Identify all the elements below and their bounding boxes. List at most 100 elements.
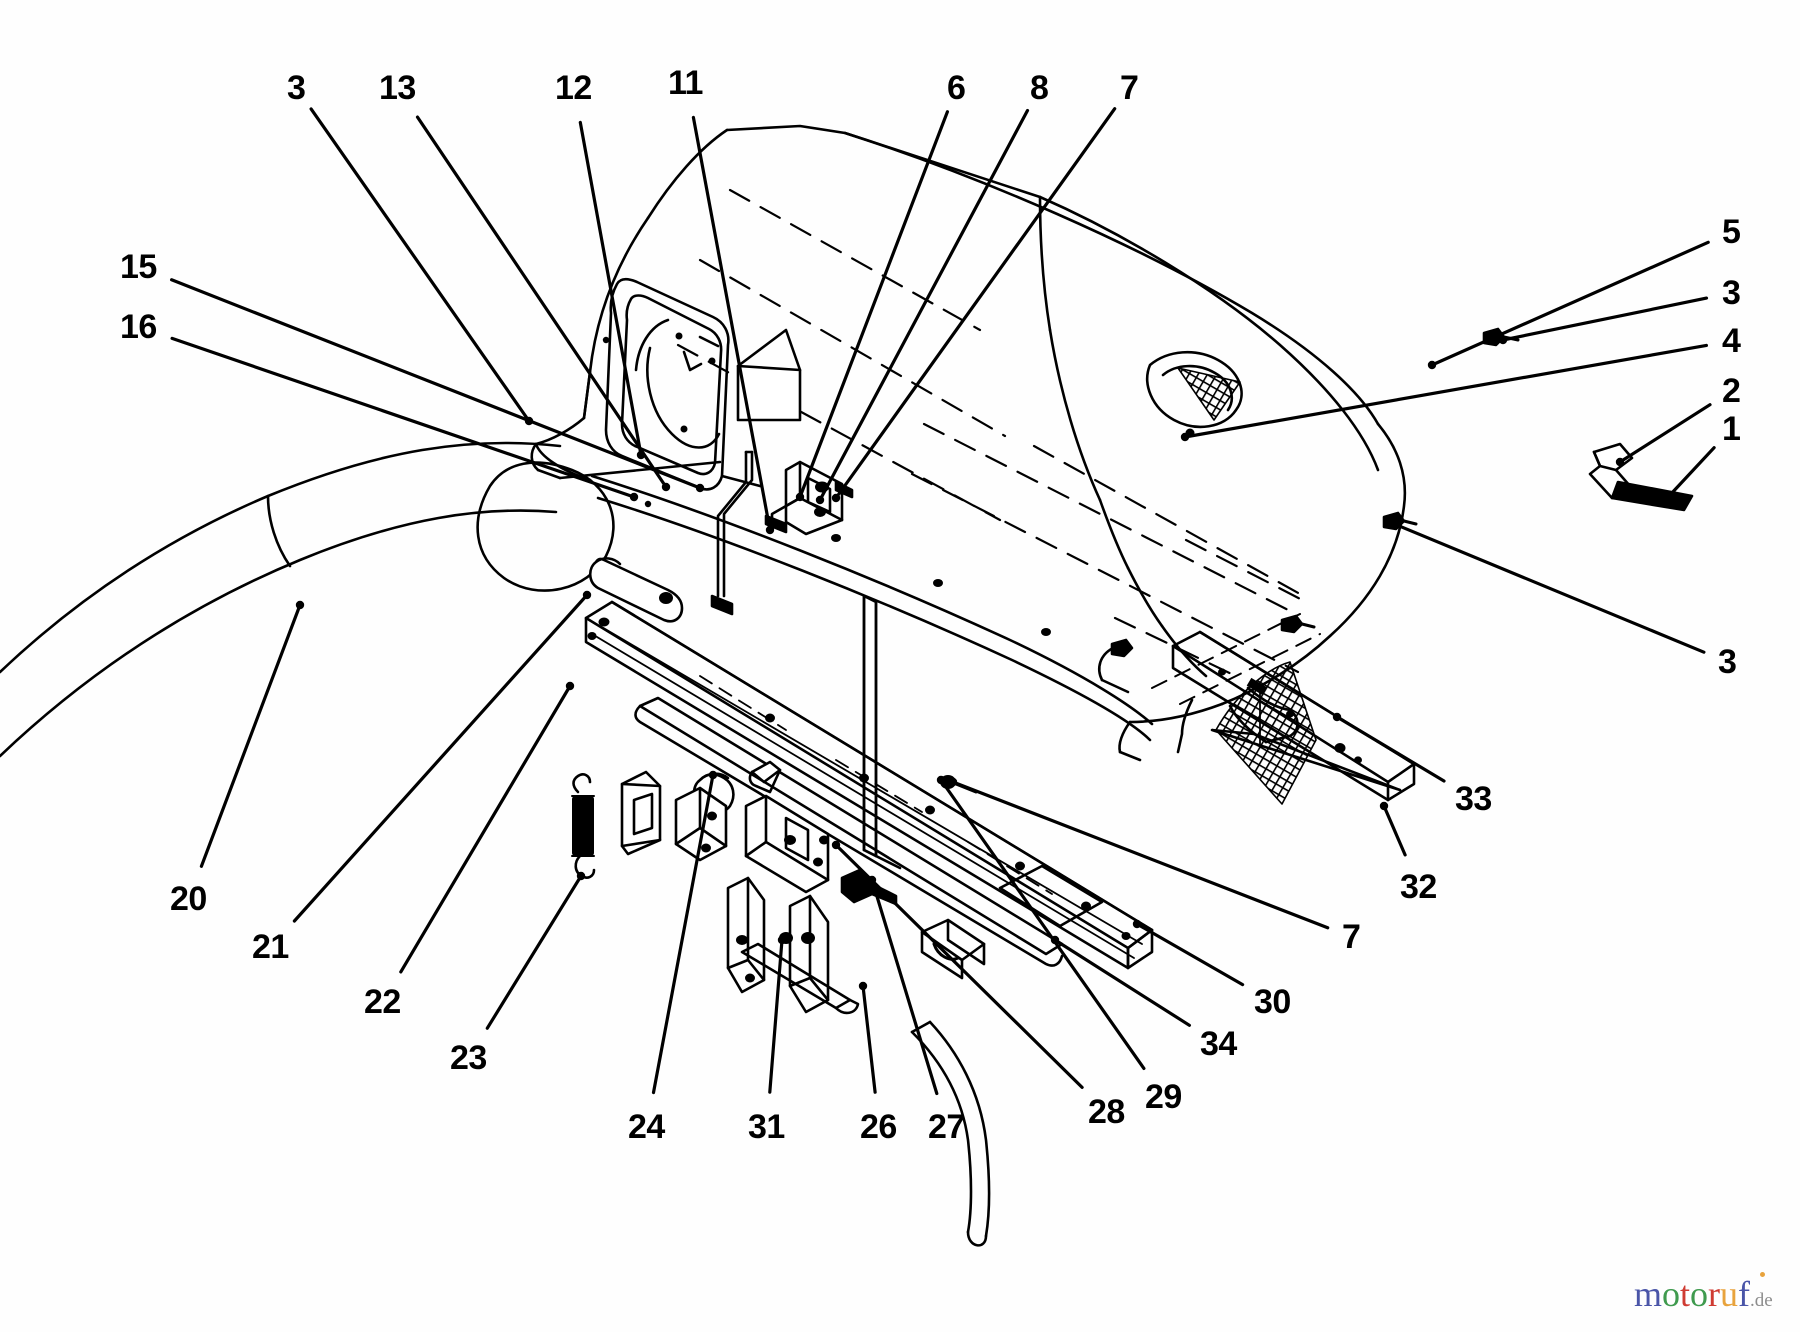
leader-endpoint-26 — [858, 981, 868, 991]
leader-line-12 — [578, 120, 643, 457]
callout-15: 15 — [120, 248, 157, 286]
leader-line-13 — [415, 115, 668, 489]
leader-endpoint-4 — [1180, 432, 1190, 442]
leader-endpoint-3 — [1498, 335, 1508, 345]
callout-13: 13 — [379, 69, 416, 107]
leader-line-32 — [1382, 804, 1407, 857]
leader-endpoint-3 — [1387, 518, 1397, 528]
leader-line-2 — [1618, 403, 1712, 464]
watermark-letter-2: t — [1680, 1274, 1691, 1314]
callout-34: 34 — [1200, 1025, 1237, 1063]
leader-line-34 — [1053, 938, 1192, 1027]
callout-20: 20 — [170, 880, 207, 918]
callout-7: 7 — [1342, 918, 1361, 956]
leader-line-28 — [834, 843, 1084, 1090]
watermark-letter-0: m — [1634, 1274, 1663, 1314]
leader-endpoint-8 — [815, 495, 825, 505]
callout-23: 23 — [450, 1039, 487, 1077]
leader-endpoint-7 — [831, 493, 841, 503]
callout-2: 2 — [1722, 372, 1741, 410]
callout-7: 7 — [1120, 69, 1139, 107]
callout-11: 11 — [668, 64, 703, 102]
leader-line-22 — [399, 684, 572, 974]
leader-endpoint-23 — [576, 871, 586, 881]
leader-line-7 — [951, 780, 1330, 930]
leader-endpoint-2 — [1615, 457, 1625, 467]
callout-22: 22 — [364, 983, 401, 1021]
leader-endpoint-21 — [582, 590, 592, 600]
leader-line-3 — [1390, 521, 1706, 654]
leader-line-26 — [861, 984, 877, 1094]
watermark-letter-4: r — [1708, 1274, 1721, 1314]
callout-24: 24 — [628, 1108, 665, 1146]
leader-line-1 — [1668, 446, 1716, 497]
callout-8: 8 — [1030, 69, 1049, 107]
leader-endpoint-11 — [765, 525, 775, 535]
leader-line-31 — [768, 938, 784, 1094]
leader-endpoint-30 — [1132, 919, 1142, 929]
leader-endpoint-16 — [629, 492, 639, 502]
callout-12: 12 — [555, 69, 592, 107]
leader-line-23 — [485, 874, 583, 1030]
leader-line-29 — [939, 778, 1146, 1071]
callout-3: 3 — [1718, 643, 1737, 681]
leader-line-33 — [1335, 715, 1446, 783]
leader-line-20 — [199, 603, 302, 868]
leader-line-3 — [309, 107, 531, 423]
watermark-dot-icon — [1760, 1272, 1765, 1277]
watermark-letter-6: f — [1738, 1274, 1751, 1314]
callout-16: 16 — [120, 308, 157, 346]
leader-line-5 — [1430, 240, 1710, 367]
callout-32: 32 — [1400, 868, 1437, 906]
callout-5: 5 — [1722, 213, 1741, 251]
leader-line-4 — [1183, 343, 1709, 439]
leader-line-16 — [170, 336, 636, 499]
leader-endpoint-12 — [636, 450, 646, 460]
leader-endpoint-3 — [524, 416, 534, 426]
watermark-letter-3: o — [1690, 1274, 1709, 1314]
leader-endpoint-33 — [1332, 712, 1342, 722]
leader-line-24 — [651, 773, 715, 1095]
callout-28: 28 — [1088, 1093, 1125, 1131]
motoruf-watermark: motoruf.de — [1634, 1276, 1773, 1319]
callout-29: 29 — [1145, 1078, 1182, 1116]
callout-33: 33 — [1455, 780, 1492, 818]
callout-30: 30 — [1254, 983, 1291, 1021]
callout-6: 6 — [947, 69, 966, 107]
leader-endpoint-29 — [936, 775, 946, 785]
leader-endpoint-34 — [1050, 935, 1060, 945]
leader-endpoint-20 — [295, 600, 305, 610]
callout-21: 21 — [252, 928, 289, 966]
leader-line-15 — [170, 278, 702, 490]
leader-endpoint-32 — [1379, 801, 1389, 811]
leader-endpoint-5 — [1427, 360, 1437, 370]
leader-endpoint-28 — [831, 840, 841, 850]
callout-3: 3 — [1722, 274, 1741, 312]
callout-31: 31 — [748, 1108, 785, 1146]
callout-4: 4 — [1722, 322, 1741, 360]
leader-endpoint-7 — [948, 777, 958, 787]
callout-3: 3 — [287, 69, 306, 107]
leader-line-7 — [834, 107, 1117, 500]
leader-endpoint-31 — [777, 935, 787, 945]
watermark-suffix: .de — [1750, 1290, 1773, 1311]
leader-endpoint-15 — [695, 483, 705, 493]
leader-line-27 — [870, 878, 939, 1096]
leader-endpoint-1 — [1665, 490, 1675, 500]
callout-1: 1 — [1722, 410, 1741, 448]
leader-endpoint-13 — [661, 482, 671, 492]
callout-27: 27 — [928, 1108, 965, 1146]
watermark-letter-1: o — [1662, 1274, 1681, 1314]
watermark-letter-5: u — [1720, 1274, 1739, 1314]
leader-line-21 — [292, 593, 589, 923]
leader-endpoint-22 — [565, 681, 575, 691]
leader-line-3 — [1501, 296, 1709, 342]
leader-line-6 — [798, 110, 950, 499]
leader-line-8 — [818, 108, 1030, 502]
callout-26: 26 — [860, 1108, 897, 1146]
leader-endpoint-27 — [867, 875, 877, 885]
leader-line-30 — [1135, 922, 1245, 987]
leader-endpoint-6 — [795, 492, 805, 502]
